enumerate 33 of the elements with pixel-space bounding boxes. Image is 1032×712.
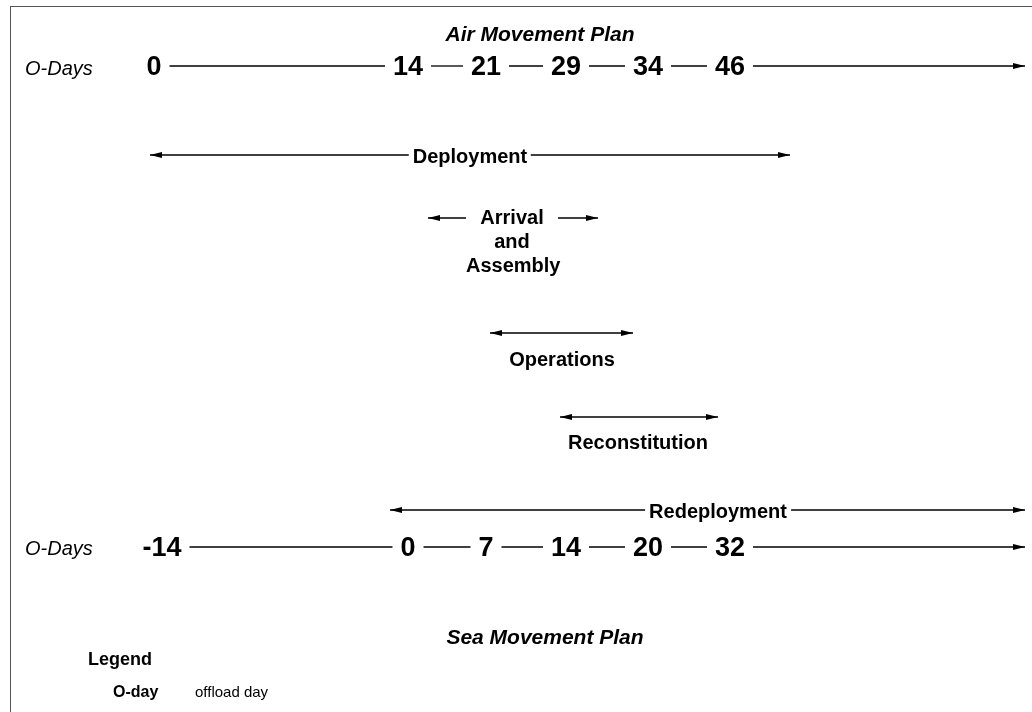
day-number: 14	[393, 51, 423, 81]
phase-label: Operations	[509, 347, 615, 372]
timeline-line	[168, 65, 386, 67]
timeline-line	[508, 65, 544, 67]
day-number: 46	[715, 51, 745, 81]
day-number: 29	[551, 51, 581, 81]
timeline-line	[670, 546, 708, 548]
axis-label: O-Days	[25, 56, 93, 81]
legend-term: O-day	[113, 682, 159, 702]
day-number: 14	[551, 532, 581, 562]
timeline-line	[670, 65, 708, 67]
timeline-line	[430, 65, 464, 67]
axis-label: O-Days	[25, 536, 93, 561]
day-number: -14	[142, 532, 182, 562]
timeline-arrow	[752, 544, 1026, 550]
timeline-arrow	[752, 63, 1026, 69]
timeline-line	[500, 546, 544, 548]
timeline-line	[588, 546, 626, 548]
phase-label: Reconstitution	[568, 430, 708, 455]
day-number: 7	[478, 532, 494, 562]
title: Air Movement Plan	[445, 21, 635, 47]
day-number: 20	[633, 532, 663, 562]
caption: Sea Movement Plan	[446, 624, 644, 650]
timeline-line	[422, 546, 472, 548]
legend-definition: offload day	[195, 682, 269, 702]
legend-title: Legend	[88, 648, 152, 671]
day-number: 0	[400, 532, 416, 562]
day-number: 34	[633, 51, 663, 81]
day-number: 21	[471, 51, 501, 81]
day-number: 0	[146, 51, 162, 81]
timeline-line	[588, 65, 626, 67]
timeline-line	[188, 546, 394, 548]
day-number: 32	[715, 532, 745, 562]
